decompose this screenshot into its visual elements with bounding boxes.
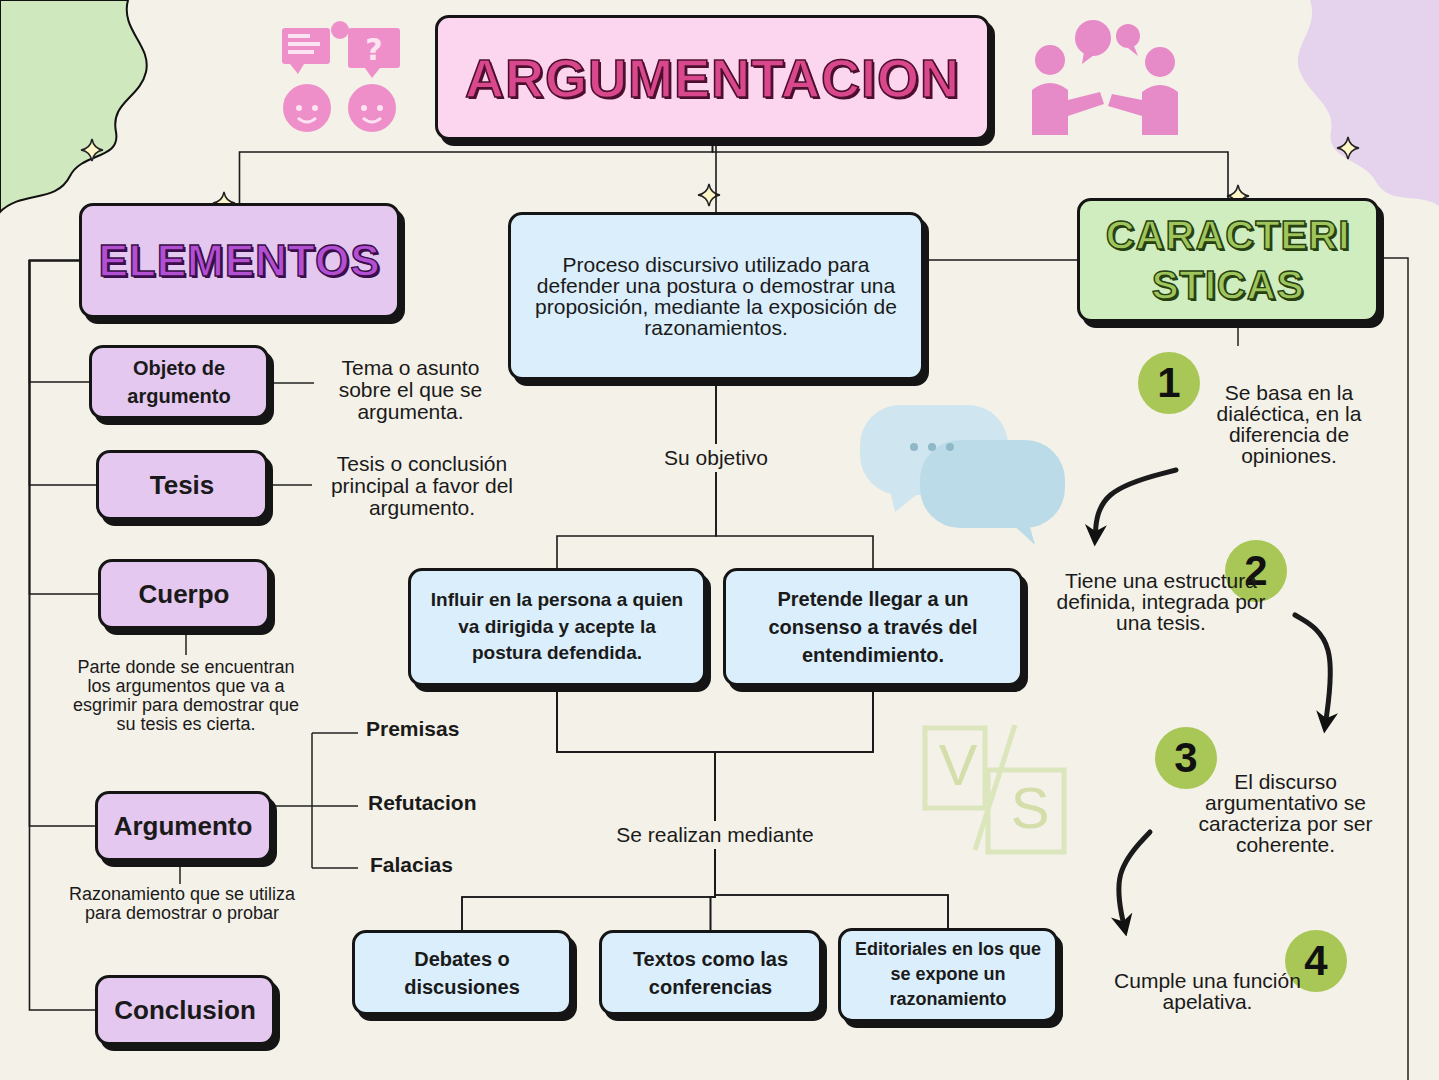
element-box: Cuerpo (98, 559, 270, 629)
node-text: Textos como las conferencias (614, 945, 807, 1001)
note-text: Premisas (366, 718, 506, 740)
chat-bubbles (860, 405, 1065, 545)
objective-box: Pretende llegar a un consenso a través d… (723, 568, 1023, 686)
note-text: Tesis o conclusión principal a favor del… (306, 453, 538, 519)
connector-line (462, 686, 715, 930)
connector-line (713, 140, 1229, 198)
element-box: Argumento (95, 791, 272, 861)
icon-letter: S (1008, 778, 1052, 839)
curved-arrow (1295, 615, 1330, 727)
curved-arrow (1119, 832, 1150, 930)
node-text: Argumento (114, 808, 253, 844)
node-text: Debates o discusiones (367, 945, 557, 1001)
connector-line (924, 259, 1077, 261)
node-text: Editoriales en los que se expone un razo… (853, 937, 1043, 1013)
note-text: Falacias (370, 854, 510, 876)
node-text: Tesis (150, 467, 215, 503)
node-text: Objeto de argumento (104, 354, 254, 410)
connector-line (557, 686, 948, 928)
node-text: Influir en la persona a quien va dirigid… (423, 587, 691, 667)
objective-box: Influir en la persona a quien va dirigid… (408, 568, 706, 686)
svg-text:?: ? (365, 32, 382, 67)
people-icon: ? (282, 21, 400, 132)
connector-line (29, 261, 94, 827)
node-text: CARACTERI STICAS (1106, 210, 1351, 310)
title-box: ARGUMENTACION (435, 15, 990, 140)
node-text: Pretende llegar a un consenso a través d… (738, 585, 1008, 669)
element-box: Objeto de argumento (89, 345, 269, 419)
versus-icon (925, 725, 1064, 852)
element-box: Conclusion (95, 975, 275, 1045)
note-text: Parte donde se encuentran los argumentos… (70, 658, 302, 734)
curved-arrow (1095, 470, 1176, 540)
numbered-feature: 3El discurso argumentativo se caracteriz… (1150, 727, 1405, 857)
note-text: Razonamiento que se utiliza para demostr… (64, 885, 300, 923)
feature-text: Cumple una función apelativa. (1100, 970, 1315, 1012)
numbered-feature: 2Tiene una estructura definida, integrad… (1045, 540, 1295, 658)
connector-line (557, 686, 715, 930)
node-text: ELEMENTOS (98, 233, 380, 288)
connector-line (462, 686, 873, 930)
talk-icon (1032, 20, 1178, 135)
callout-number: 1 (1138, 352, 1200, 414)
callout-number: 3 (1155, 727, 1217, 789)
icon-letter: V (936, 735, 980, 796)
node-text: Cuerpo (139, 576, 230, 612)
connector-label: Se realizan mediante (610, 821, 819, 849)
section-header: CARACTERI STICAS (1077, 198, 1379, 322)
node-text: Proceso discursivo utilizado para defend… (523, 254, 909, 338)
leader-lines (180, 258, 1408, 1080)
connector-line (715, 140, 717, 212)
feature-text: Tiene una estructura definida, integrada… (1045, 570, 1277, 633)
definition-box: Proceso discursivo utilizado para defend… (508, 212, 924, 380)
node-text: Conclusion (114, 992, 256, 1028)
corner-blob (0, 0, 147, 212)
connector-line (239, 140, 712, 203)
medium-box: Editoriales en los que se expone un razo… (838, 928, 1058, 1022)
connector-line (557, 380, 716, 568)
node-text: ARGUMENTACION (465, 47, 960, 109)
connector-line (711, 686, 874, 930)
note-text: Tema o asunto sobre el que se argumenta. (318, 357, 503, 423)
element-box: Tesis (96, 450, 268, 520)
feature-text: Se basa en la dialéctica, en la diferenc… (1193, 382, 1385, 466)
numbered-feature: 1Se basa en la dialéctica, en la diferen… (1138, 352, 1388, 470)
section-header: ELEMENTOS (79, 203, 399, 318)
numbered-feature: 4Cumple una función apelativa. (1100, 930, 1350, 1015)
medium-box: Debates o discusiones (352, 930, 572, 1015)
connector-line (716, 380, 873, 568)
note-text: Refutacion (368, 792, 528, 814)
feature-text: El discurso argumentativo se caracteriza… (1168, 771, 1403, 855)
connector-label: Su objetivo (658, 444, 774, 472)
corner-blob (1298, 0, 1439, 206)
medium-box: Textos como las conferencias (599, 930, 822, 1015)
connector-line (715, 686, 948, 928)
